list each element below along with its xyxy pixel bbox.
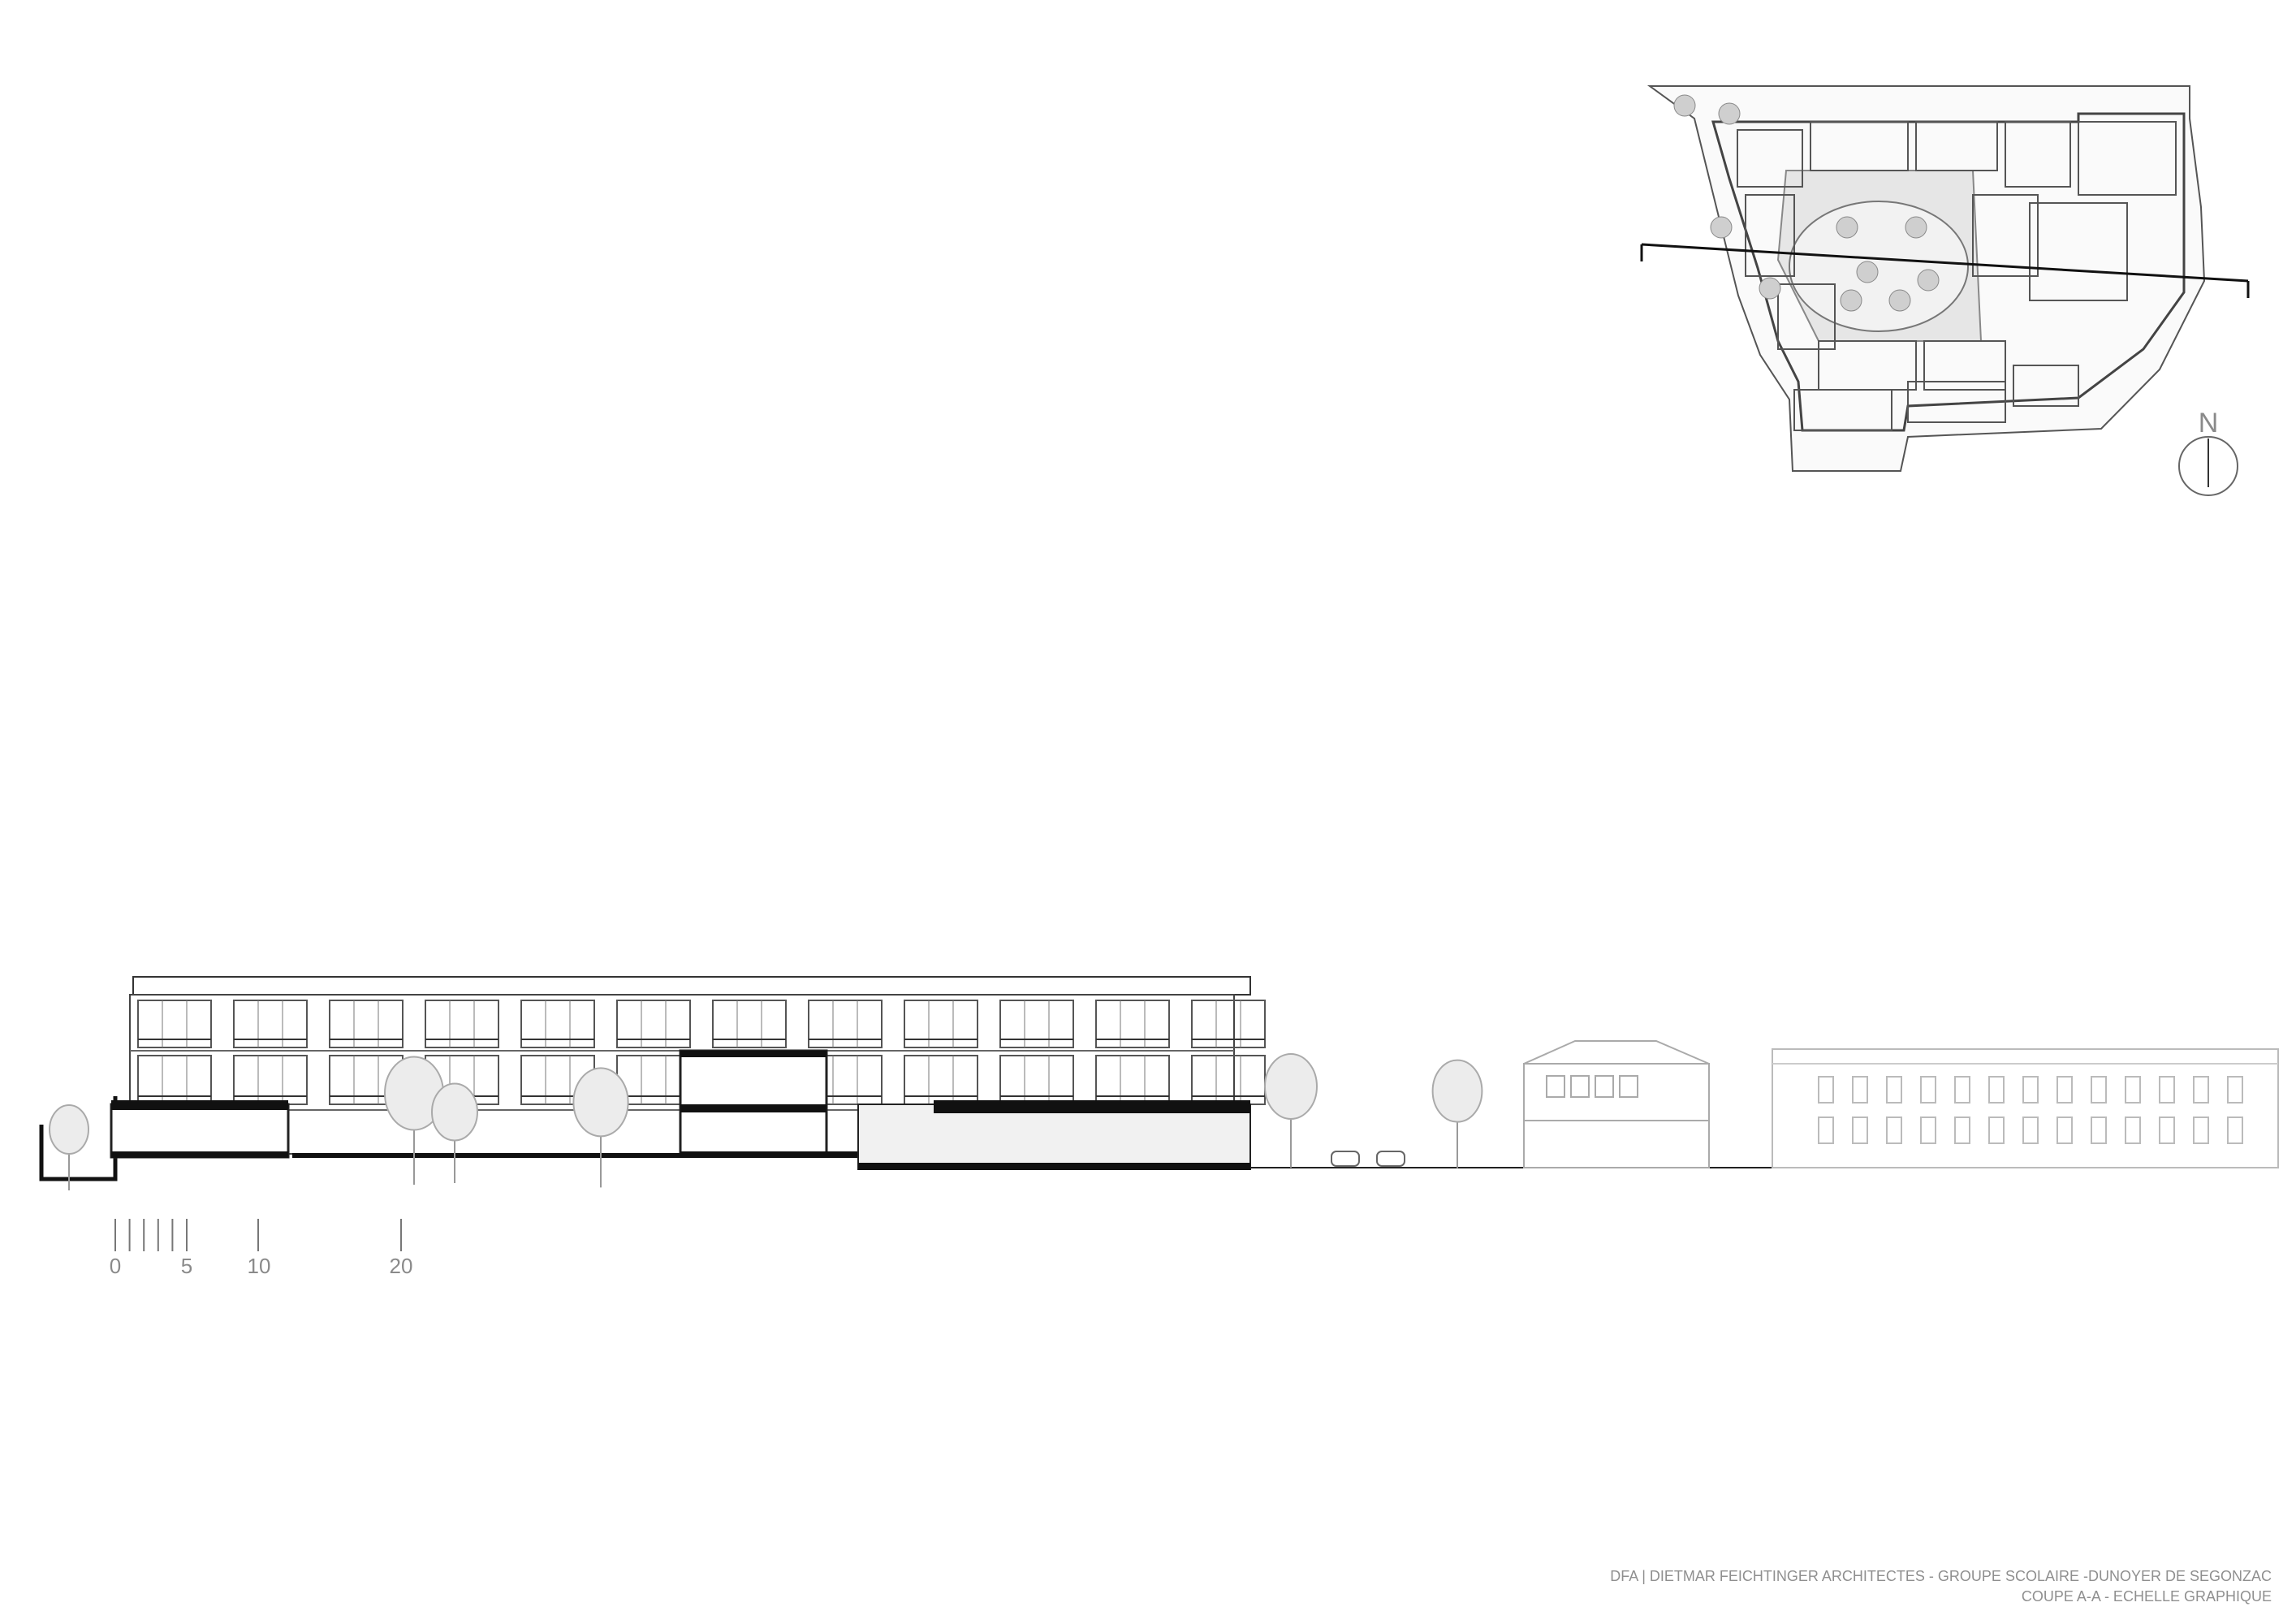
window: [1852, 1116, 1868, 1144]
plan-room: [1907, 381, 2006, 423]
north-arrow: N: [2178, 408, 2238, 496]
neighbor-long-building: [1772, 1048, 2279, 1168]
plan-room: [1793, 389, 1892, 431]
scale-label-20: 20: [390, 1254, 413, 1278]
plan-room: [1777, 283, 1836, 350]
window: [1818, 1076, 1834, 1104]
window: [2056, 1076, 2073, 1104]
window: [329, 1000, 404, 1048]
window: [2159, 1076, 2175, 1104]
window: [1920, 1076, 1936, 1104]
window: [616, 1000, 691, 1048]
window: [1095, 1000, 1170, 1048]
plan-rooms: [1737, 121, 2177, 431]
window: [137, 1000, 212, 1048]
plan-tree: [1856, 261, 1879, 283]
section-drawing: [39, 976, 2279, 1190]
north-arrow-circle: [2178, 436, 2238, 496]
middle-section: [679, 1049, 828, 1158]
scale-label-10: 10: [248, 1254, 271, 1278]
plan-tree: [1840, 289, 1862, 312]
left-block: [110, 1103, 290, 1159]
plan-room: [1915, 121, 1998, 171]
trees: [49, 1053, 1483, 1190]
plan-room: [2029, 202, 2128, 301]
plan-tree: [1673, 94, 1696, 117]
scale-ticks: [114, 1219, 402, 1251]
scale-label-0: 0: [110, 1254, 121, 1278]
window: [808, 1000, 883, 1048]
window: [1954, 1076, 1970, 1104]
window: [1920, 1116, 1936, 1144]
window: [2193, 1116, 2209, 1144]
plan-room: [2005, 121, 2071, 188]
plan-tree: [1917, 269, 1940, 292]
window: [1191, 1000, 1266, 1048]
window: [2227, 1116, 2243, 1144]
plan-room: [1737, 129, 1803, 188]
plan-room: [1972, 194, 2039, 277]
plan-room: [1745, 194, 1795, 277]
window: [2159, 1116, 2175, 1144]
window: [2125, 1076, 2141, 1104]
north-label: N: [2199, 408, 2219, 438]
window: [2193, 1076, 2209, 1104]
window: [2125, 1116, 2141, 1144]
plan-room: [2078, 121, 2177, 196]
plan-tree: [1718, 102, 1741, 125]
window: [1886, 1116, 1902, 1144]
tree-canopy: [431, 1082, 478, 1142]
window: [2022, 1116, 2039, 1144]
window: [2022, 1076, 2039, 1104]
window: [712, 1000, 787, 1048]
plan-tree: [1759, 277, 1781, 300]
car: [1331, 1151, 1360, 1167]
plan-trees: [1673, 94, 1940, 312]
title-line-1: DFA | DIETMAR FEICHTINGER ARCHITECTES - …: [1610, 1568, 2272, 1584]
window: [1988, 1076, 2005, 1104]
right-block: [857, 1104, 1251, 1170]
plan-tree: [1888, 289, 1911, 312]
plan-room: [2013, 365, 2079, 407]
window: [233, 1000, 308, 1048]
section-cut-line: [1640, 243, 2250, 298]
tree-canopy: [1264, 1053, 1318, 1120]
window: [1954, 1116, 1970, 1144]
window: [520, 1000, 595, 1048]
title-line-2: COUPE A-A - ECHELLE GRAPHIQUE: [2022, 1588, 2272, 1605]
roof-railing: [132, 976, 1251, 996]
tree-canopy: [1431, 1059, 1483, 1123]
window: [904, 1000, 978, 1048]
neighbor-windows: [1818, 1076, 2243, 1144]
window: [2091, 1116, 2107, 1144]
window: [2056, 1116, 2073, 1144]
window: [1886, 1076, 1902, 1104]
window: [999, 1000, 1074, 1048]
plan-tree: [1836, 216, 1858, 239]
window: [1852, 1076, 1868, 1104]
plan-tree: [1905, 216, 1927, 239]
tree-canopy: [572, 1067, 629, 1138]
neighbor-house: [1523, 1040, 1710, 1168]
window: [1988, 1116, 2005, 1144]
plan-tree: [1710, 216, 1733, 239]
plan-room: [1923, 340, 2006, 391]
window: [2227, 1076, 2243, 1104]
window: [425, 1000, 499, 1048]
car: [1376, 1151, 1405, 1167]
site-plan: [1640, 85, 2250, 472]
scale-bar: 0 5 10 20: [110, 1219, 413, 1278]
window: [1818, 1116, 1834, 1144]
window: [2091, 1076, 2107, 1104]
courtyard-garden: [1789, 201, 1969, 332]
scale-label-5: 5: [181, 1254, 192, 1278]
tree-canopy: [49, 1104, 89, 1155]
plan-room: [1810, 121, 1909, 171]
